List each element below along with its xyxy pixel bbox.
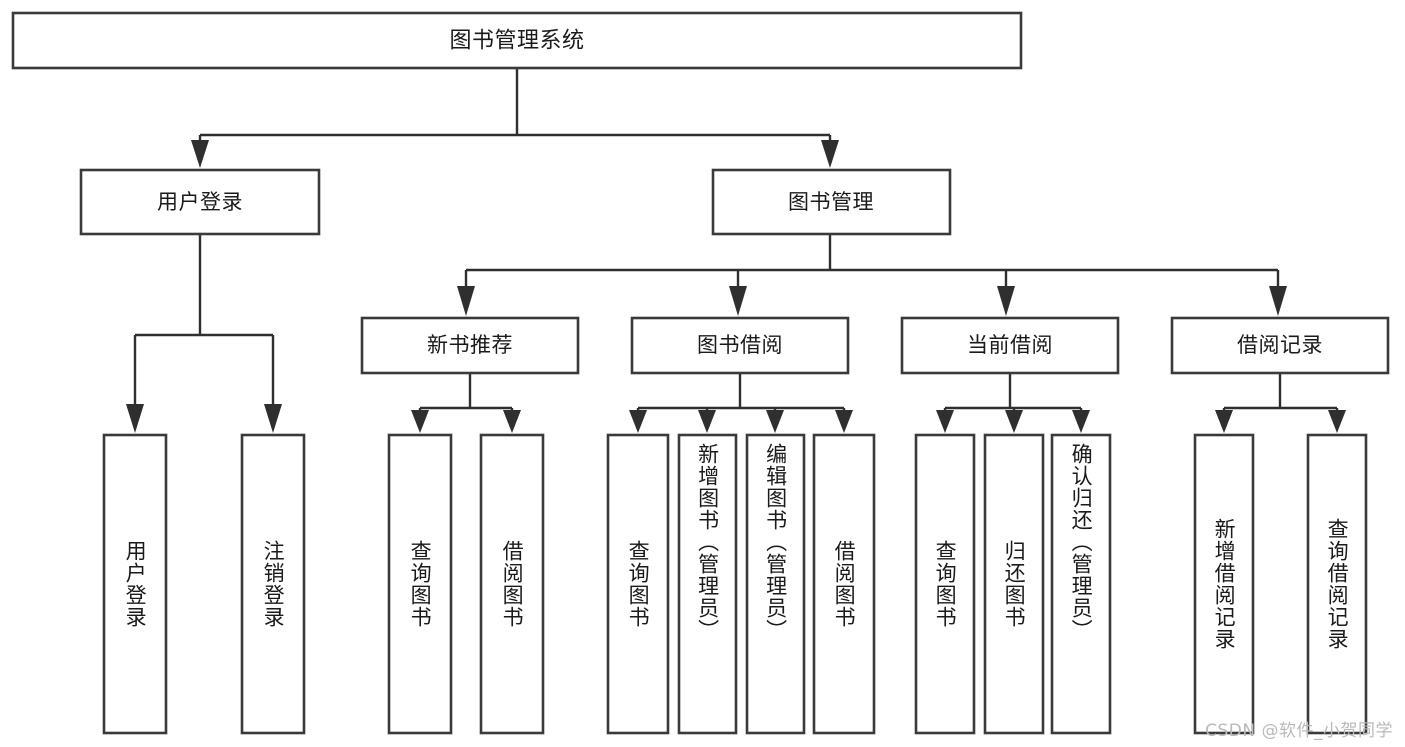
arrow-head-book-borrow [729,286,747,316]
node-leaf-edit-book-box[interactable] [745,433,806,735]
node-new-book-rec-box[interactable] [360,316,580,375]
arrow-head-leaf-query-book-bb [629,410,647,433]
node-book-borrow-box[interactable] [630,316,850,375]
node-current-borrow-label: 当前借阅 [967,333,1053,357]
arrow-head-book-manage [821,140,839,168]
connector-group-new-book-rec [411,373,521,433]
arrow-head-leaf-borrow-book-rec [503,410,521,433]
node-root-box[interactable] [11,11,1023,70]
node-book-borrow-label: 图书借阅 [697,333,783,357]
arrow-head-new-book-rec [457,286,475,316]
arrow-head-leaf-user-login [126,404,144,433]
node-current-borrow-box[interactable] [900,316,1120,375]
node-leaf-user-login-box[interactable] [102,433,168,735]
node-leaf-borrow-book-rec-box[interactable] [479,433,545,735]
arrow-head-leaf-confirm-return [1072,410,1090,433]
node-root[interactable]: 图书管理系统 [11,11,1023,70]
node-current-borrow[interactable]: 当前借阅 [900,316,1120,375]
arrow-head-leaf-query-book-cb [936,410,954,433]
arrow-head-borrow-record [1269,286,1287,316]
connector-group-user-login [126,234,282,433]
node-user-login-label: 用户登录 [157,190,243,214]
arrow-head-user-login [191,140,209,168]
node-leaf-add-borrow-record-box[interactable] [1193,433,1255,735]
node-user-login-box[interactable] [79,168,321,236]
node-book-manage-label: 图书管理 [788,190,874,214]
connector-group-book-manage [457,234,1287,316]
node-borrow-record[interactable]: 借阅记录 [1170,316,1390,375]
node-leaf-add-book-box[interactable] [677,433,738,735]
arrow-head-leaf-edit-book [766,410,784,433]
watermark-text: CSDN @软件_小贺同学 [1205,721,1393,741]
node-leaf-query-borrow-record-box[interactable] [1306,433,1368,735]
node-new-book-rec-label: 新书推荐 [427,333,513,357]
connector-group-book-borrow [629,373,853,433]
node-book-borrow[interactable]: 图书借阅 [630,316,850,375]
arrow-head-leaf-add-book [698,410,716,433]
arrow-head-leaf-query-book-rec [411,410,429,433]
node-borrow-record-box[interactable] [1170,316,1390,375]
node-user-login[interactable]: 用户登录 [79,168,321,236]
node-leaf-return-book-box[interactable] [983,433,1045,735]
node-root-label: 图书管理系统 [449,29,584,54]
arrow-head-leaf-logout [264,404,282,433]
node-leaf-confirm-return-box[interactable] [1050,433,1112,735]
arrow-head-leaf-add-borrow-record [1215,410,1233,433]
connector-group-borrow-record [1215,373,1346,433]
arrow-head-leaf-borrow-book-bb [835,410,853,433]
node-leaf-query-book-rec-box[interactable] [387,433,453,735]
arrow-head-leaf-query-borrow-record [1328,410,1346,433]
node-leaf-query-book-cb-box[interactable] [914,433,976,735]
connector-group-root [191,68,839,168]
node-book-manage-box[interactable] [711,168,952,236]
node-leaf-logout-box[interactable] [240,433,306,735]
connector-group-current-borrow [936,373,1090,433]
node-book-manage[interactable]: 图书管理 [711,168,952,236]
node-borrow-record-label: 借阅记录 [1237,333,1323,357]
node-leaf-borrow-book-bb-box[interactable] [812,433,876,735]
arrow-head-current-borrow [997,286,1015,316]
node-new-book-rec[interactable]: 新书推荐 [360,316,580,375]
arrow-head-leaf-return-book [1005,410,1023,433]
node-leaf-query-book-bb-box[interactable] [606,433,670,735]
